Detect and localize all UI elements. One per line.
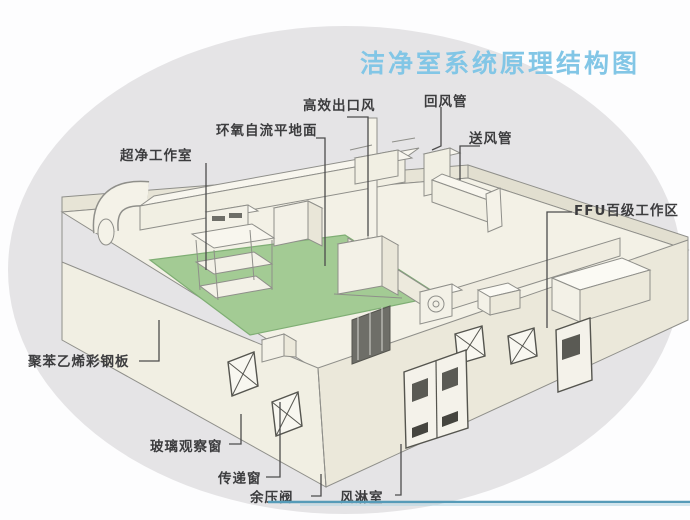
ductwork (92, 117, 503, 299)
fan-circle (427, 295, 445, 313)
right-door-window (562, 334, 580, 360)
fan-unit (418, 283, 464, 325)
duct-elbow-opening (97, 218, 115, 246)
hepa-outlet-box (354, 149, 399, 185)
label-steel-panel: 聚苯乙烯彩钢板 (27, 353, 130, 370)
door-vent-left (412, 422, 428, 438)
diffuser-lip (333, 293, 403, 299)
transfer-box (260, 333, 298, 363)
label-hepa-outlet: 高效出口风 (303, 97, 376, 114)
hepa-diffuser-box-2 (333, 235, 403, 299)
ffu-cabinet (550, 257, 652, 323)
page-title: 洁净室系统原理结构图 (360, 49, 640, 78)
hepa-diffuser-box-1 (272, 200, 324, 247)
label-epoxy-floor: 环氧自流平地面 (216, 122, 318, 139)
label-pressure-valve: 余压阀 (249, 489, 294, 506)
label-supply-duct: 送风管 (468, 130, 513, 147)
small-cabinet (476, 282, 522, 316)
right-door (555, 317, 593, 393)
label-return-duct: 回风管 (424, 93, 468, 110)
window-right-wall (507, 327, 538, 365)
south-corner-edge (317, 367, 327, 488)
label-clean-workroom: 超净工作室 (119, 147, 193, 164)
workbench (190, 204, 276, 301)
leader-return-duct (431, 107, 442, 151)
leader-steel-panel (139, 320, 160, 362)
leader-transfer-window (266, 402, 281, 478)
leader-air-shower (395, 444, 402, 496)
door-window-left (412, 378, 428, 402)
door-vent-right (442, 411, 458, 427)
label-ffu-area: FFU百级工作区 (574, 202, 679, 219)
label-glass-window: 玻璃观察窗 (150, 438, 223, 455)
equipment (190, 204, 652, 363)
hepa-outlet-flange-right (391, 137, 416, 143)
supply-duct-flange (485, 187, 503, 233)
label-transfer-window: 传递窗 (217, 470, 262, 487)
door-window-right (442, 367, 458, 391)
leader-epoxy-floor (316, 137, 326, 266)
leader-ffu-area (546, 211, 572, 328)
air-shower-double-door (403, 349, 469, 449)
doorway-dark (351, 305, 391, 365)
leader-glass-window (229, 414, 242, 445)
label-air-shower: 风淋室 (340, 489, 384, 506)
leader-lines (139, 107, 572, 497)
window-observation (227, 351, 259, 397)
leader-pressure-valve (311, 474, 322, 497)
leader-hepa-outlet (347, 116, 369, 236)
leader-supply-duct (459, 145, 480, 180)
